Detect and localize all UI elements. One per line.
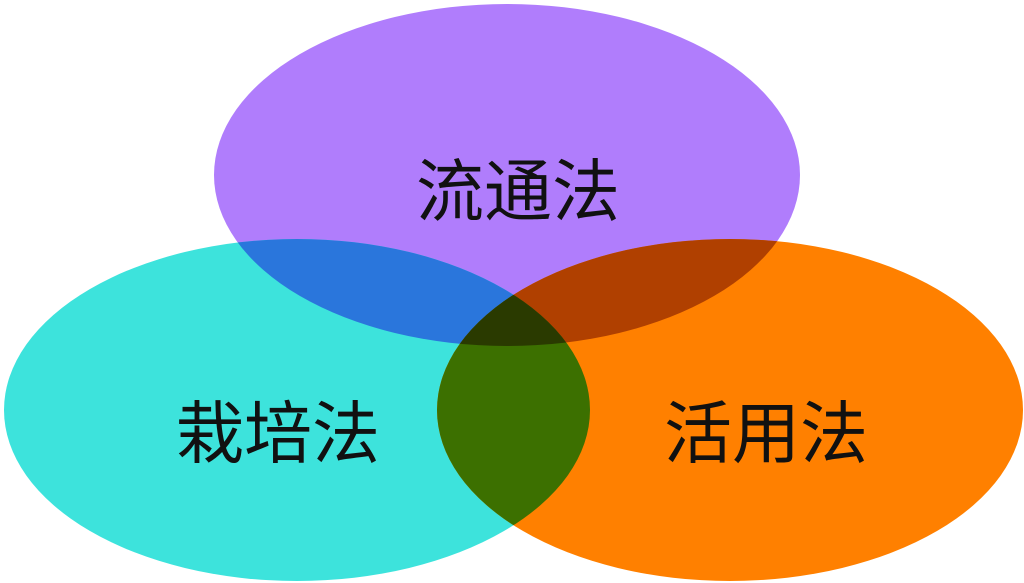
overlap-distribution-cultivation <box>214 239 590 346</box>
overlap-distribution-utilization <box>437 239 800 346</box>
distribution-label: 流通法 <box>415 153 621 233</box>
utilization-label: 活用法 <box>663 395 869 475</box>
cultivation-label: 栽培法 <box>175 395 381 475</box>
